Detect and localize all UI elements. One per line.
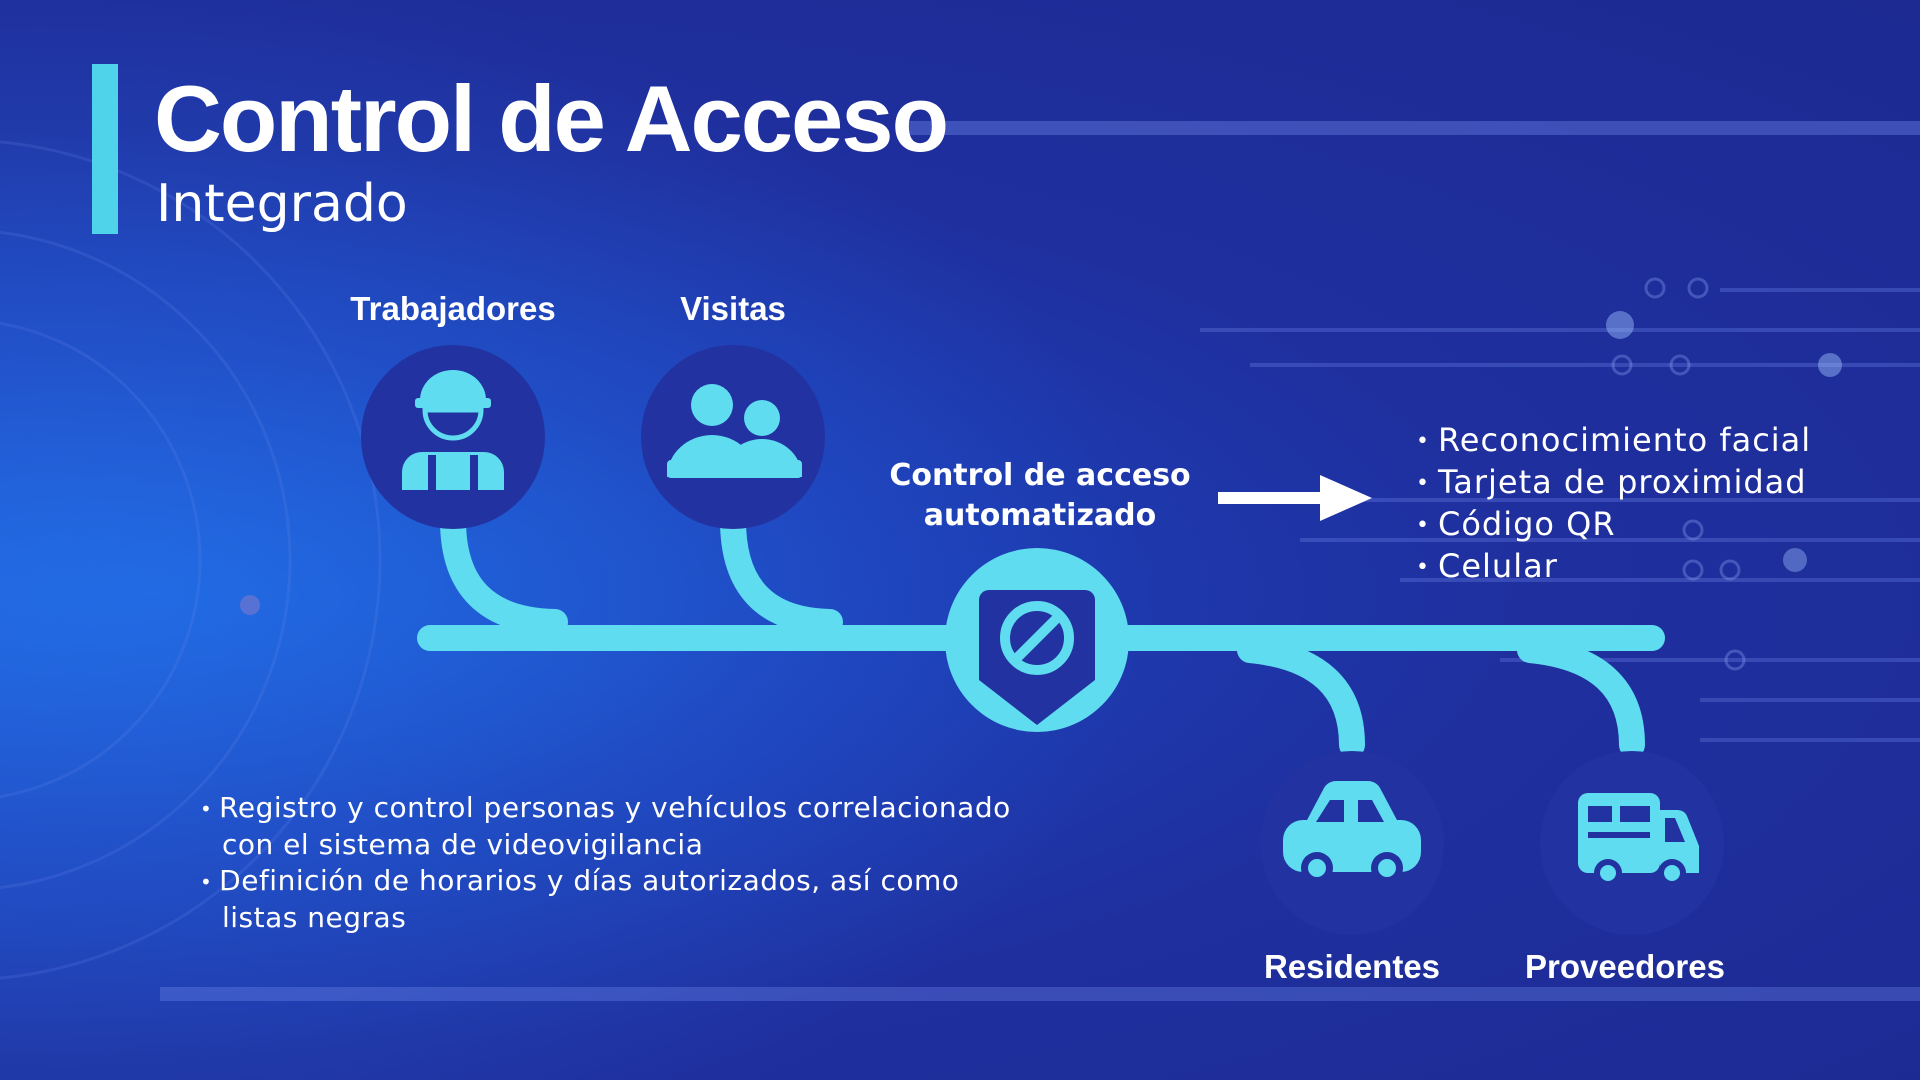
center-label: Control de acceso automatizado [889,456,1190,536]
access-methods-list: Reconocimiento facial Tarjeta de proximi… [1416,420,1811,588]
arrow-right-icon [1218,475,1372,521]
car-icon [1283,781,1421,884]
connector-workers [440,507,568,635]
title-accent-bar [92,64,118,234]
users-icon [667,384,802,478]
label-workers: Trabajadores [350,290,556,327]
label-residents: Residentes [1263,948,1441,985]
label-suppliers: Proveedores [1525,948,1725,985]
center-label-line2: automatizado [923,498,1157,533]
list-item: Reconocimiento facial [1416,420,1811,462]
access-denied-shield-icon [1000,601,1074,675]
connector-residents [1237,637,1365,758]
worker-hardhat-icon [402,370,504,493]
delivery-truck-icon [1578,793,1699,887]
connector-suppliers [1517,637,1645,758]
slide-subtitle: Integrado [156,174,408,234]
center-label-line1: Control de acceso [889,458,1191,493]
node-suppliers [1540,751,1724,935]
features-list: Registro y control personas y vehículos … [200,790,1020,936]
list-item: Definición de horarios y días autorizado… [200,863,1020,936]
list-item: Celular [1416,546,1811,588]
node-center [945,548,1129,732]
node-residents [1260,751,1444,935]
node-visits [641,345,825,529]
slide-title: Control de Acceso [154,66,949,171]
list-item: Código QR [1416,504,1811,546]
connector-visits [720,507,843,635]
label-visits: Visitas [680,290,786,327]
list-item: Registro y control personas y vehículos … [200,790,1020,863]
list-item: Tarjeta de proximidad [1416,462,1811,504]
node-workers [361,345,545,529]
